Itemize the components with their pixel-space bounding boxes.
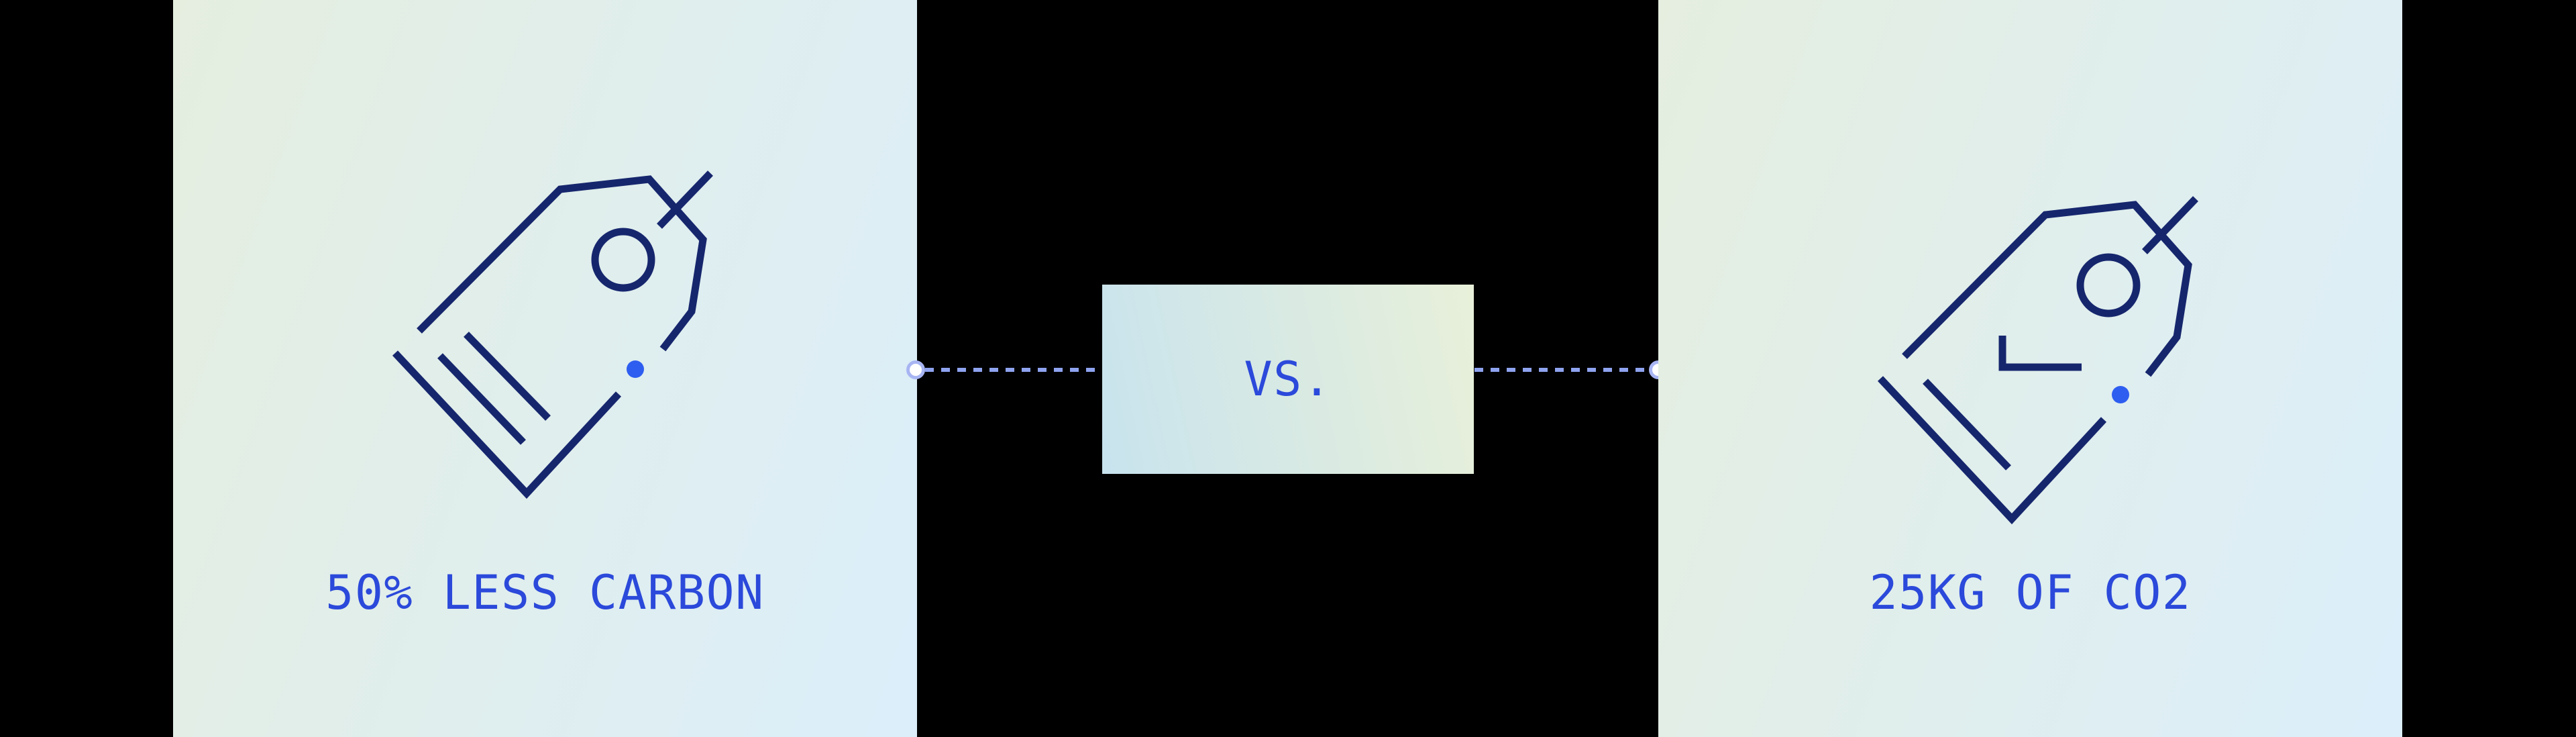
right-panel-label: 25KG OF CO2 (1869, 565, 2192, 620)
tag-outline-upper (417, 175, 707, 352)
tag-outline-lower (1877, 376, 2107, 525)
price-tag-icon-left (392, 170, 713, 499)
tag-blue-dot (2112, 386, 2129, 403)
tag-stripe-middle (1923, 379, 2011, 471)
vs-label: VS. (1244, 352, 1332, 407)
left-panel-label: 50% LESS CARBON (325, 565, 765, 620)
tag-blue-dot (627, 360, 644, 378)
connector-dash-right (1474, 368, 1650, 372)
tag-stripe-upper (464, 332, 551, 421)
right-panel: 25KG OF CO2 (1658, 0, 2402, 737)
tag-stripe-middle (437, 353, 526, 445)
tag-string-slash (657, 170, 713, 229)
tag-corner-mark (1998, 336, 2082, 371)
tag-outline-upper (1902, 201, 2192, 377)
tag-string-slash (2142, 196, 2198, 254)
tag-outline-lower (392, 350, 622, 499)
connector-endpoint-left (906, 360, 925, 379)
tag-hole (2076, 253, 2141, 317)
left-panel: 50% LESS CARBON (173, 0, 917, 737)
tag-hole (591, 228, 655, 292)
vs-box: VS. (1102, 285, 1474, 474)
connector-dash-left (925, 368, 1102, 372)
price-tag-icon-right (1877, 196, 2198, 525)
